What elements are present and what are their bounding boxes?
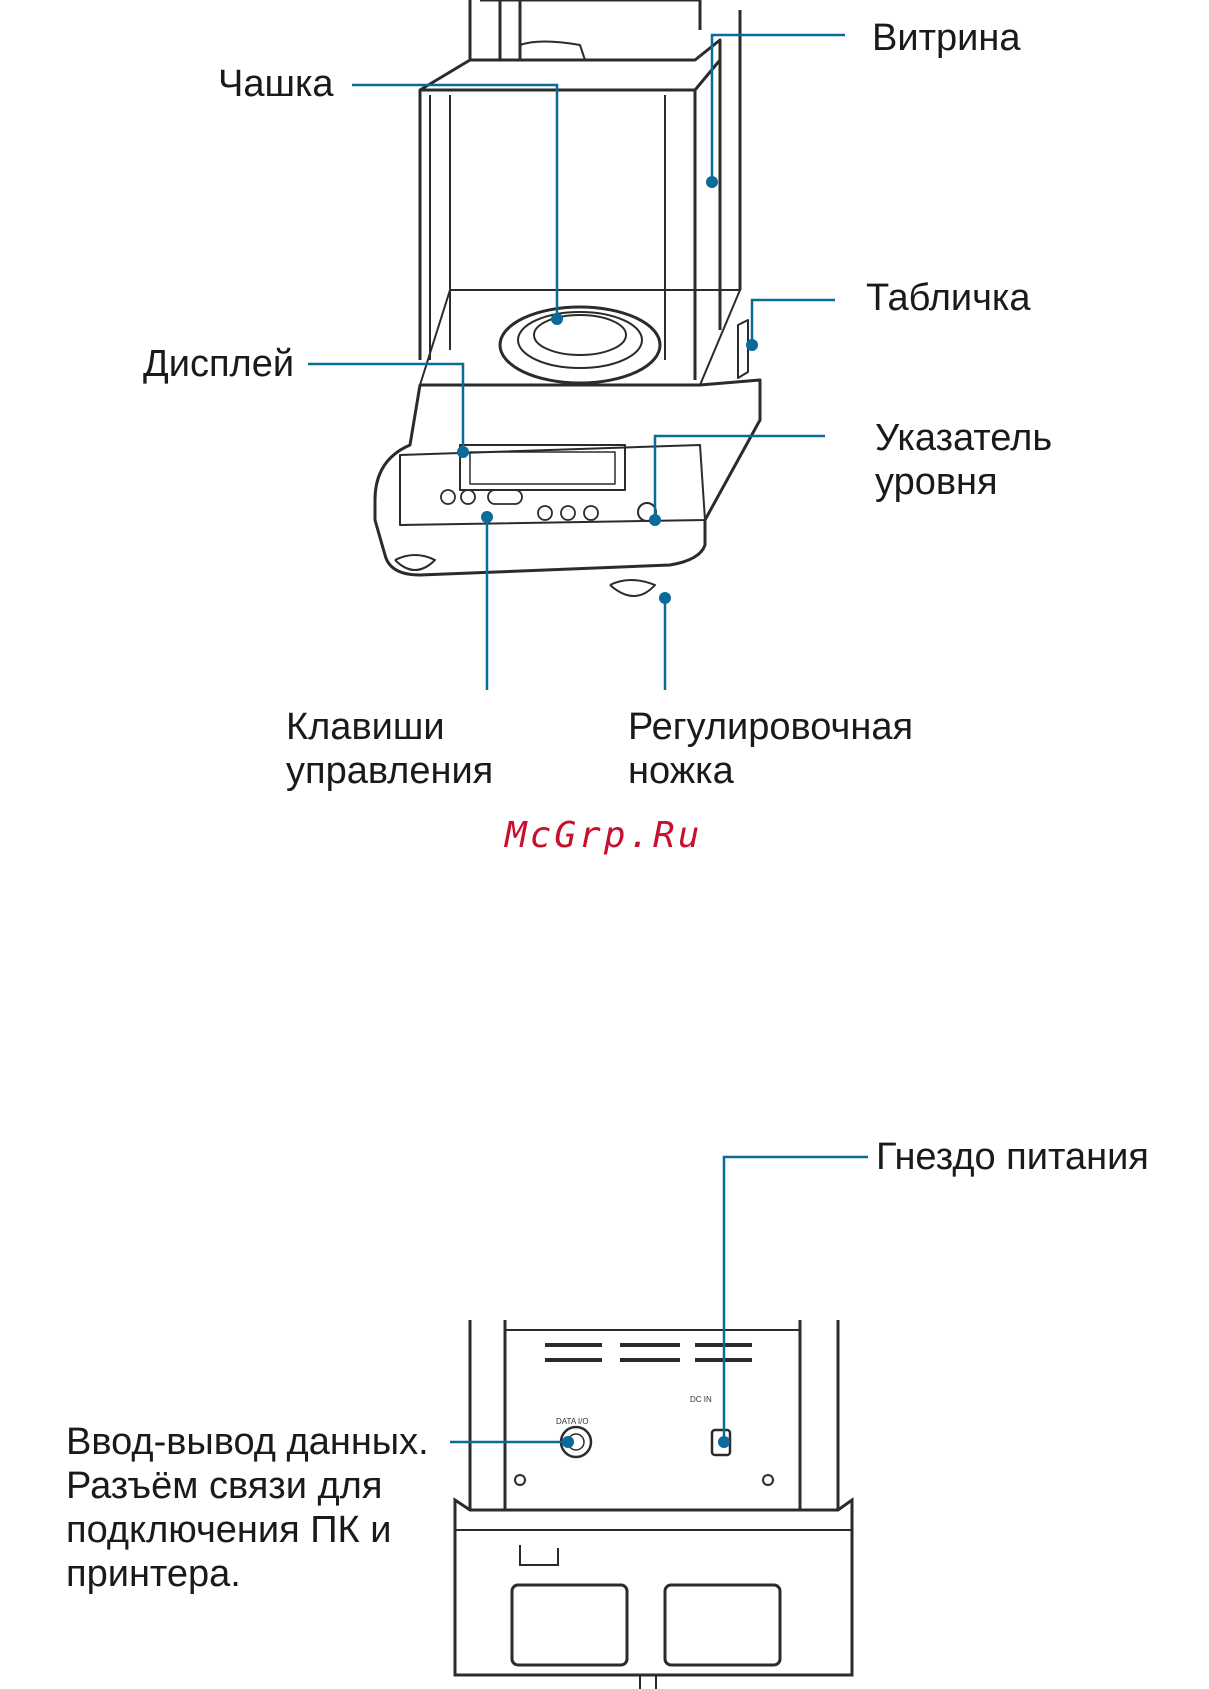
label-power-socket: Гнездо питания (876, 1135, 1149, 1179)
label-keys-2: управления (286, 749, 493, 793)
name-plate (738, 320, 748, 378)
callout-power-line (724, 1157, 868, 1440)
control-keys (441, 490, 598, 520)
weighing-pan (500, 307, 660, 383)
label-data-io-1: Ввод-вывод данных. (66, 1420, 429, 1464)
leveling-foot-right (610, 580, 655, 596)
power-port-text: DC IN (690, 1395, 712, 1404)
callout-pan-line (352, 85, 557, 316)
label-pan: Чашка (218, 62, 334, 106)
callout-level-line (655, 436, 825, 518)
leveling-foot-left (395, 555, 435, 570)
label-level-indicator-1: Указатель (875, 416, 1052, 460)
label-data-io-2: Разъём связи для (66, 1464, 382, 1508)
data-port-text: DATA I/O (556, 1417, 589, 1426)
label-display: Дисплей (143, 342, 294, 386)
label-foot-1: Регулировочная (628, 705, 913, 749)
callout-display-line (308, 364, 463, 452)
callout-plate-line (752, 300, 835, 345)
rear-balance-drawing (455, 1320, 852, 1689)
label-level-indicator-2: уровня (875, 460, 998, 504)
callout-showcase-line (712, 35, 845, 178)
watermark: McGrp.Ru (505, 815, 702, 856)
label-keys-1: Клавиши (286, 705, 445, 749)
label-data-io-3: подключения ПК и (66, 1508, 391, 1552)
draft-shield (420, 0, 720, 380)
label-foot-2: ножка (628, 749, 734, 793)
foot-recess-right (665, 1585, 780, 1665)
label-data-io-4: принтера. (66, 1552, 241, 1596)
label-showcase: Витрина (872, 16, 1020, 60)
foot-recess-left (512, 1585, 627, 1665)
label-plate: Табличка (866, 276, 1031, 320)
